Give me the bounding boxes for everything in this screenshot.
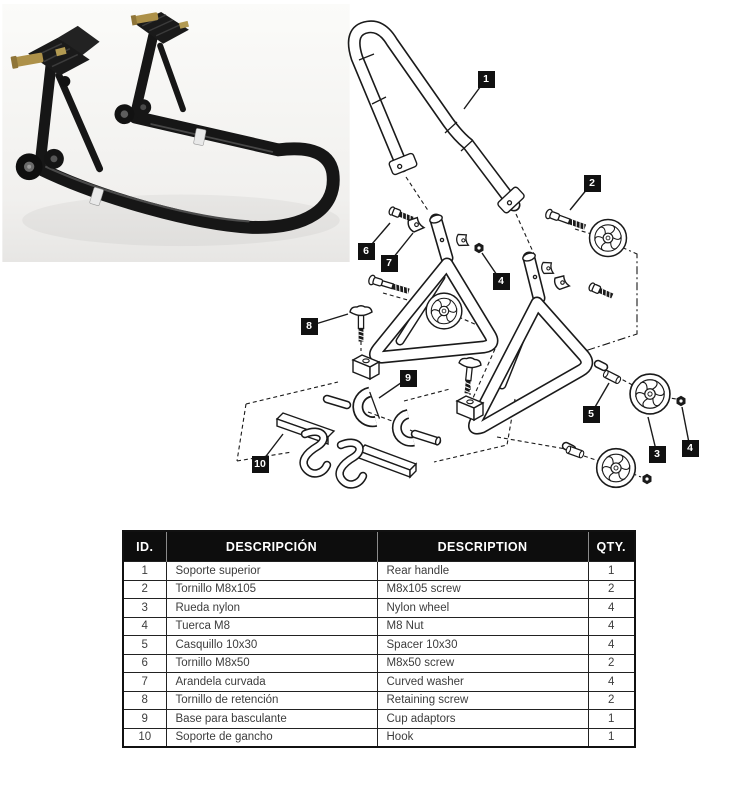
part-callout-9: 9 [399,369,417,387]
part-desc-en: M8x50 screw [376,653,589,673]
header-descripcion: DESCRIPCIÓN [165,531,377,562]
part-id: 1 [122,561,167,581]
part-id: 4 [122,616,167,636]
part-callout-10: 10 [251,455,269,473]
part-desc-en: Hook [376,727,589,748]
part-desc-en: Retaining screw [376,690,589,710]
part-desc-en: Spacer 10x30 [376,635,589,655]
handle-part-1 [347,20,525,214]
stand-left-upright [10,25,104,181]
part-desc-es: Tornillo M8x50 [165,653,378,673]
cup-adaptors [322,386,442,447]
part-id: 7 [122,672,167,692]
header-qty: QTY. [587,531,635,562]
part-callout-4: 4 [492,272,510,290]
part-desc-en: M8 Nut [376,616,589,636]
stand-right-upright [114,11,189,125]
part-desc-en: M8x105 screw [376,579,589,599]
table-header-row: ID. DESCRIPCIÓN DESCRIPTION QTY. [123,531,635,562]
part-qty: 1 [587,709,636,729]
part-desc-es: Tuerca M8 [165,616,378,636]
part-qty: 4 [587,616,636,636]
part-qty: 2 [587,579,636,599]
part-desc-es: Rueda nylon [165,598,378,618]
part-qty: 2 [587,690,636,710]
part-callout-7: 7 [380,254,398,272]
part-qty: 4 [587,672,636,692]
part-qty: 2 [587,653,636,673]
part-desc-en: Cup adaptors [376,709,589,729]
paddock-stand-photo [2,4,350,262]
stand-base-tube [33,110,340,234]
part-id: 8 [122,690,167,710]
part-desc-es: Soporte superior [165,561,378,581]
hook-supports [275,412,418,489]
part-callout-8: 8 [300,317,318,335]
part-id: 5 [122,635,167,655]
part-id: 6 [122,653,167,673]
part-callout-6: 6 [357,242,375,260]
left-frame [369,213,499,364]
part-qty: 4 [587,598,636,618]
header-id: ID. [123,531,166,562]
part-id: 9 [122,709,167,729]
part-callout-3: 3 [648,445,666,463]
part-desc-en: Nylon wheel [376,598,589,618]
part-desc-es: Tornillo M8x105 [165,579,378,599]
header-description: DESCRIPTION [376,531,588,562]
exploded-diagram-svg [236,20,691,489]
part-desc-es: Tornillo de retención [165,690,378,710]
part-qty: 1 [587,561,636,581]
part-desc-en: Curved washer [376,672,589,692]
part-id: 10 [122,727,167,748]
part-desc-es: Casquillo 10x30 [165,635,378,655]
part-callout-5: 5 [582,405,600,423]
part-callout-4: 4 [681,439,699,457]
part-qty: 1 [587,727,636,748]
part-desc-es: Base para basculante [165,709,378,729]
part-desc-es: Arandela curvada [165,672,378,692]
part-qty: 4 [587,635,636,655]
product-photo [2,4,350,262]
part-id: 3 [122,598,167,618]
part-id: 2 [122,579,167,599]
part-desc-en: Rear handle [376,561,589,581]
part-callout-1: 1 [477,70,495,88]
part-callout-2: 2 [583,174,601,192]
part-desc-es: Soporte de gancho [165,727,378,748]
